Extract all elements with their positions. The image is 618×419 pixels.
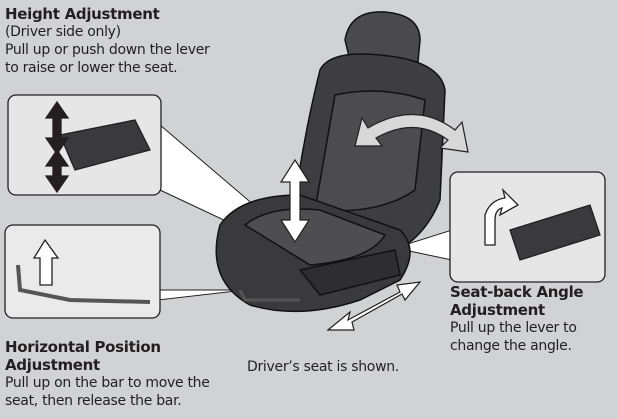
- seatback-line2: change the angle.: [450, 338, 572, 354]
- seatback-title2: Adjustment: [450, 301, 545, 319]
- height-line1: Pull up or push down the lever: [5, 42, 210, 58]
- seatback-title1: Seat-back Angle: [450, 283, 584, 301]
- height-arrow: [279, 158, 311, 244]
- horizontal-line1: Pull up on the bar to move the: [5, 375, 210, 391]
- horizontal-bar-inset: [4, 224, 161, 319]
- seatback-adjustment-text: Seat-back Angle Adjustment Pull up the l…: [450, 283, 584, 355]
- horizontal-adjustment-text: Horizontal Position Adjustment Pull up o…: [5, 338, 210, 410]
- recline-arrow: [354, 113, 469, 153]
- height-note: (Driver side only): [5, 24, 121, 40]
- horizontal-line2: seat, then release the bar.: [5, 393, 182, 409]
- seatback-line1: Pull up the lever to: [450, 320, 577, 336]
- horizontal-title1: Horizontal Position: [5, 338, 161, 356]
- height-line2: to raise or lower the seat.: [5, 60, 178, 76]
- height-title: Height Adjustment: [5, 5, 160, 23]
- horizontal-title2: Adjustment: [5, 356, 100, 374]
- headrest: [344, 11, 421, 63]
- slide-arrow: [326, 281, 422, 331]
- caption: Driver’s seat is shown.: [247, 359, 399, 375]
- height-adjustment-text: Height Adjustment (Driver side only) Pul…: [5, 5, 210, 77]
- seat: [215, 11, 446, 313]
